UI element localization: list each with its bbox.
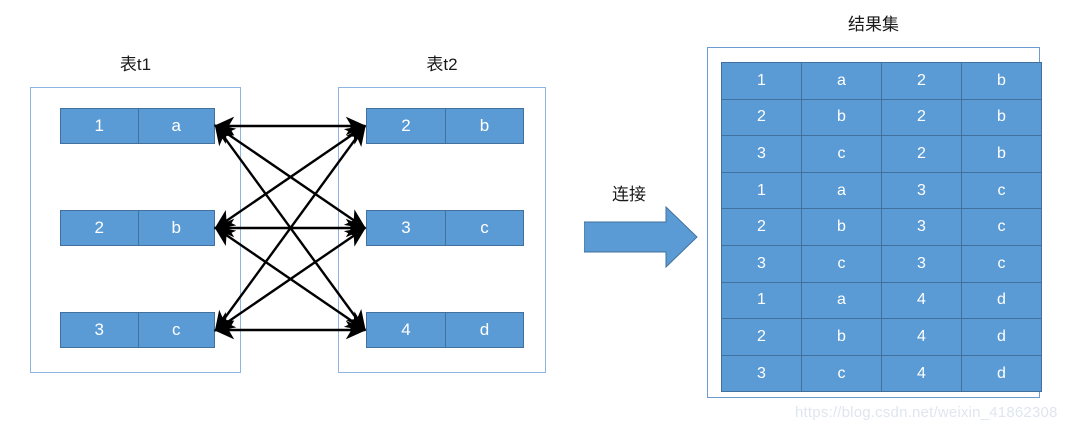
table-row[interactable]: 3 c 2 b (721, 135, 1042, 173)
result-cell: c (801, 244, 882, 283)
table-row[interactable]: 1 a 4 d (721, 281, 1042, 320)
table-row[interactable]: 2 b 2 b (721, 98, 1042, 137)
table-t1-row-1-id: 1 (94, 116, 104, 135)
result-cell: 3 (721, 135, 802, 173)
table-t1-title: 表t1 (119, 55, 152, 74)
result-cell: c (801, 354, 882, 393)
result-cell: 1 (721, 171, 802, 210)
join-label: 连接 (612, 185, 646, 204)
table-t2-row-2[interactable]: 3 c (366, 210, 524, 246)
result-cell: 2 (881, 135, 962, 173)
result-set-title: 结果集 (848, 15, 899, 34)
result-cell: b (801, 318, 882, 356)
result-cell: a (801, 171, 882, 210)
result-cell: 3 (881, 208, 962, 246)
table-t2-row-3-value: d (445, 313, 523, 347)
table-t2-row-1[interactable]: 2 b (366, 108, 524, 144)
result-cell: 2 (721, 318, 802, 356)
table-row[interactable]: 3 c 4 d (721, 354, 1042, 393)
result-cell: a (801, 281, 882, 320)
result-cell: b (961, 98, 1042, 137)
csdn-watermark: https://blog.csdn.net/weixin_41862308 (795, 404, 1058, 421)
result-cell: 4 (881, 318, 962, 356)
result-cell: c (801, 135, 882, 173)
table-row[interactable]: 1 a 2 b (721, 62, 1042, 100)
result-cell: c (961, 244, 1042, 283)
result-cell: d (961, 354, 1042, 393)
result-set-rows: 1 a 2 b 2 b 2 b 3 c 2 b 1 a 3 c (721, 62, 1042, 393)
result-cell: b (801, 208, 882, 246)
table-t2-row-3[interactable]: 4 d (366, 312, 524, 348)
table-t2-row-2-id: 3 (401, 218, 411, 237)
table-t1-row-2-id: 2 (94, 218, 104, 237)
table-t1-row-3-id: 3 (94, 320, 104, 339)
result-cell: 4 (881, 354, 962, 393)
table-row[interactable]: 3 c 3 c (721, 244, 1042, 283)
table-t1-row-3-value: c (137, 313, 215, 347)
result-cell: c (961, 208, 1042, 246)
result-cell: d (961, 281, 1042, 320)
result-cell: 2 (881, 98, 962, 137)
table-t1-row-3[interactable]: 3 c (60, 312, 215, 348)
result-cell: 1 (721, 62, 802, 100)
table-t1-row-1[interactable]: 1 a (60, 108, 215, 144)
result-set-table: 1 a 2 b 2 b 2 b 3 c 2 b 1 a 3 c (721, 62, 1042, 393)
result-cell: a (801, 62, 882, 100)
result-cell: b (961, 62, 1042, 100)
result-cell: b (961, 135, 1042, 173)
result-cell: 3 (721, 354, 802, 393)
table-t2-row-2-value: c (445, 211, 523, 245)
table-row[interactable]: 2 b 4 d (721, 318, 1042, 356)
table-t2-row-3-id: 4 (401, 320, 411, 339)
result-cell: 2 (721, 98, 802, 137)
result-cell: 3 (881, 244, 962, 283)
table-t1-row-1-value: a (137, 109, 215, 143)
result-cell: c (961, 171, 1042, 210)
table-t1-row-2-value: b (137, 211, 215, 245)
result-cell: 4 (881, 281, 962, 320)
result-cell: 1 (721, 281, 802, 320)
result-cell: 3 (881, 171, 962, 210)
table-t1-row-2[interactable]: 2 b (60, 210, 215, 246)
table-t2-row-1-id: 2 (401, 116, 411, 135)
result-cell: 3 (721, 244, 802, 283)
result-cell: 2 (721, 208, 802, 246)
table-t2-row-1-value: b (445, 109, 523, 143)
table-row[interactable]: 2 b 3 c (721, 208, 1042, 246)
table-row[interactable]: 1 a 3 c (721, 171, 1042, 210)
result-cell: b (801, 98, 882, 137)
table-t2-title: 表t2 (426, 55, 458, 74)
result-cell: d (961, 318, 1042, 356)
result-cell: 2 (881, 62, 962, 100)
join-block-arrow (584, 206, 698, 268)
